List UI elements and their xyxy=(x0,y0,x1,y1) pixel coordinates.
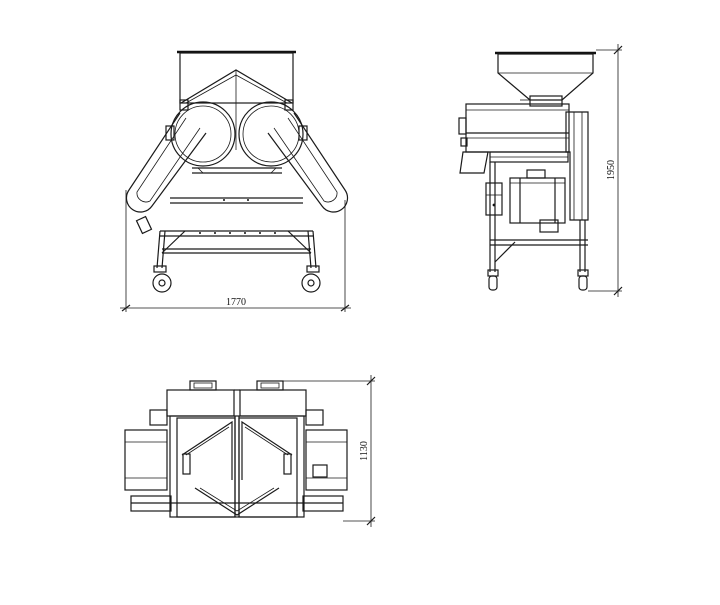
top-right-housing xyxy=(239,389,307,417)
side-motor xyxy=(509,177,566,224)
front-right-caster xyxy=(301,265,321,293)
top-depth-dimension-label: 1130 xyxy=(359,441,370,461)
front-width-dimension-label: 1770 xyxy=(226,297,246,308)
side-height-dimension: 1950 xyxy=(588,44,623,297)
top-left-housing xyxy=(166,389,235,417)
top-outer-frame xyxy=(169,415,305,518)
top-depth-dimension: 1130 xyxy=(283,375,376,527)
side-outlet xyxy=(459,151,489,174)
front-right-chute xyxy=(267,112,349,213)
top-left-chamber xyxy=(176,417,236,518)
front-right-drum xyxy=(238,101,304,167)
side-drum-housing xyxy=(465,103,570,153)
front-frame-rivets xyxy=(199,199,276,234)
top-view: 1130 xyxy=(124,375,376,527)
top-right-motor xyxy=(305,429,348,491)
front-left-drum xyxy=(170,101,236,167)
top-left-motor xyxy=(124,429,168,491)
side-front-caster xyxy=(487,269,499,291)
front-hopper-box xyxy=(179,52,294,104)
top-right-chamber xyxy=(238,417,298,518)
front-left-caster xyxy=(152,265,172,293)
front-width-dimension: 1770 xyxy=(120,190,351,312)
side-control-box xyxy=(485,182,503,216)
side-hopper xyxy=(497,53,594,101)
side-view: 1950 xyxy=(458,44,623,297)
front-left-chute xyxy=(125,112,207,213)
side-height-dimension-label: 1950 xyxy=(606,160,617,180)
front-view: 1770 xyxy=(120,50,351,312)
side-rear-caster xyxy=(577,269,589,291)
